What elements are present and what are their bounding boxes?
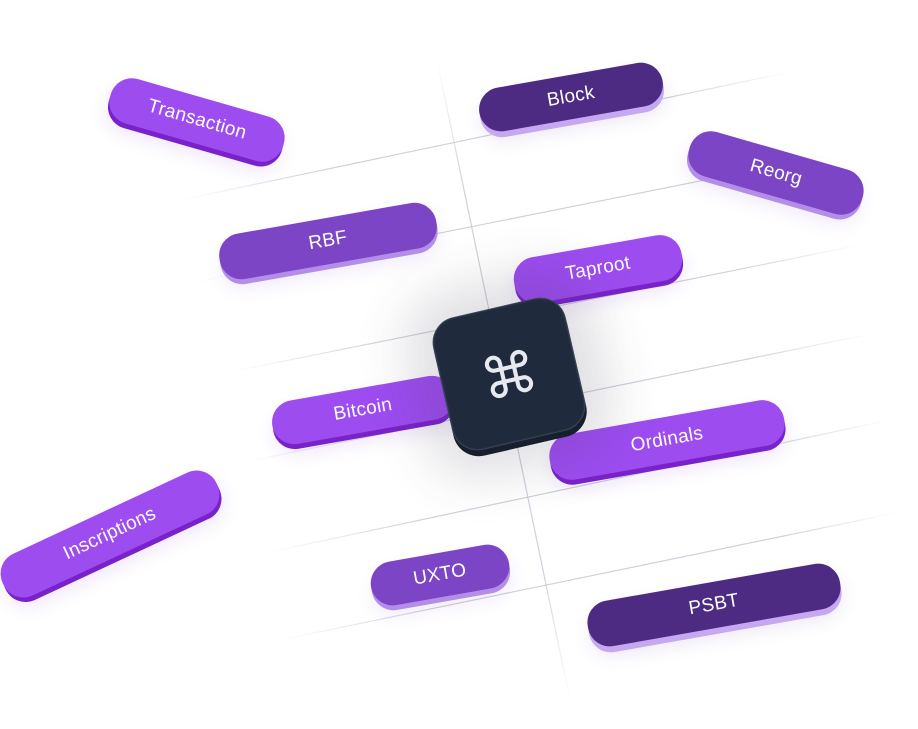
grid-line [179, 71, 791, 201]
tag-label: Bitcoin [331, 394, 394, 425]
grid-line [269, 419, 891, 553]
tag-label: Taproot [563, 252, 632, 285]
command-key[interactable] [427, 292, 591, 456]
tag-label: RBF [306, 226, 349, 255]
tag-label: PSBT [687, 589, 741, 620]
tag-label: Ordinals [629, 422, 705, 457]
tag-label: UXTO [411, 559, 469, 590]
tag-label: Reorg [747, 155, 805, 190]
command-icon [484, 349, 534, 399]
tag-label: Block [545, 82, 597, 112]
grid-line [279, 511, 901, 641]
